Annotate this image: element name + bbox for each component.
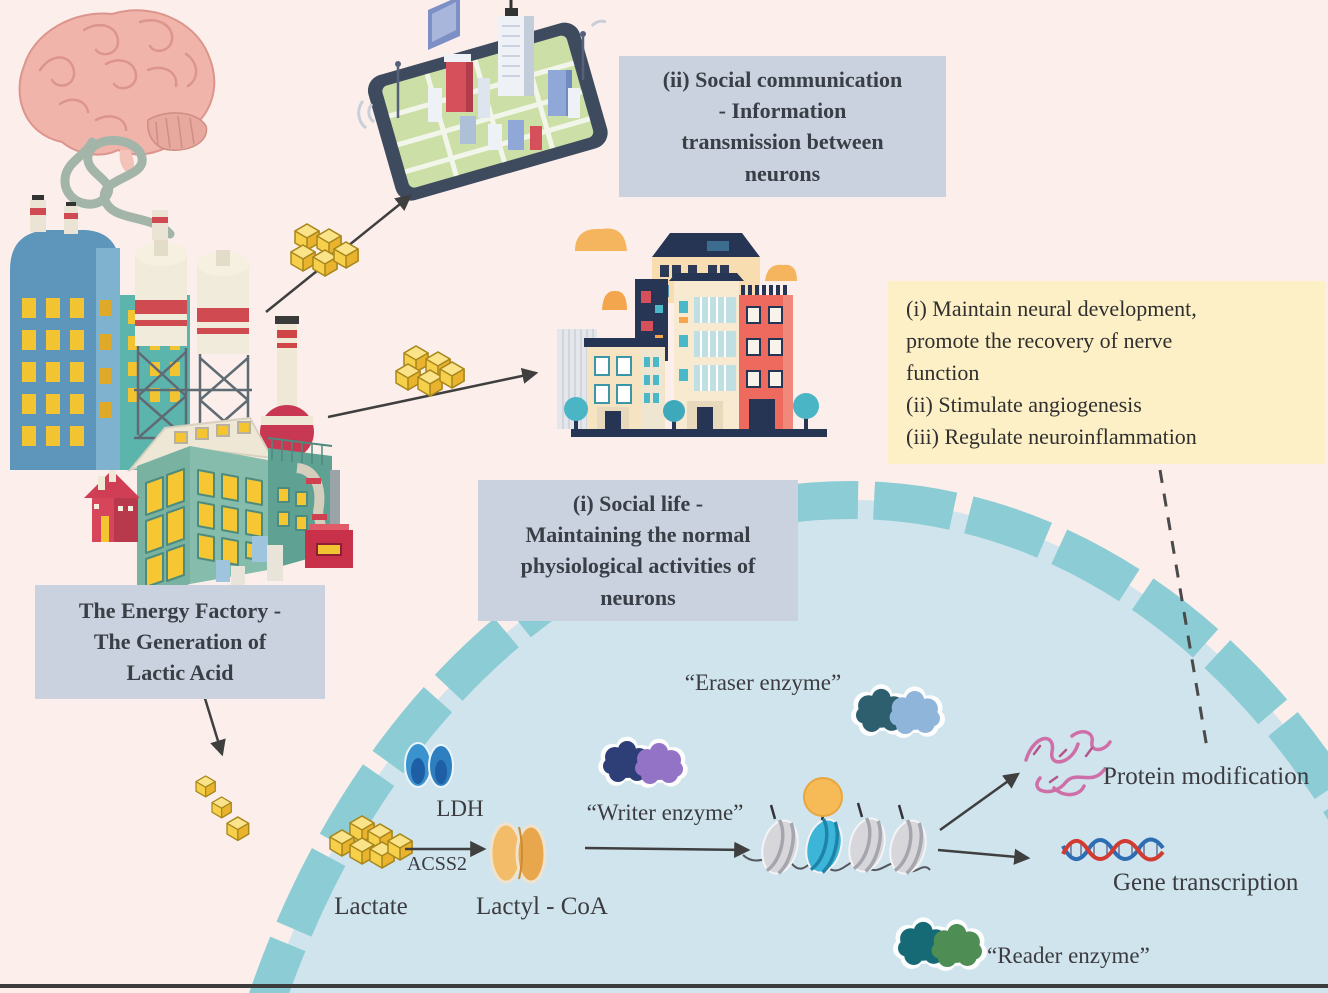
lactate-functions-box: (i) Maintain neural development, promote… (888, 281, 1326, 464)
acss2-label: ACSS2 (406, 853, 468, 875)
lactyl-coa-icon (489, 822, 547, 884)
arrow-histone-to-protein (939, 772, 1020, 832)
nucleosome-icon (742, 777, 931, 875)
social-life-box: (i) Social life - Maintaining the normal… (478, 480, 798, 621)
smart-city-tablet-illustration (357, 0, 608, 201)
protein-modification-label: Protein modification (1103, 763, 1310, 790)
lactyl-coa-label: Lactyl - CoA (476, 893, 608, 920)
lactate-cubes-to-tablet (290, 223, 359, 277)
tree-icon (564, 393, 819, 429)
brain-icon (18, 9, 216, 176)
eraser-enzyme-label: “Eraser enzyme” (684, 670, 842, 695)
cell-membrane (249, 481, 1328, 993)
protein-ribbon-icon (1024, 730, 1112, 797)
writer-enzyme-label: “Writer enzyme” (586, 800, 744, 825)
smoke-squiggle (60, 136, 175, 239)
social-communication-box: (ii) Social communication - Information … (619, 56, 946, 197)
dna-icon (1061, 837, 1165, 862)
energy-factory-box: The Energy Factory - The Generation of L… (35, 585, 325, 699)
ldh-enzyme-icon (404, 742, 454, 788)
ldh-label: LDH (436, 796, 484, 821)
arrow-lactylcoa-to-histone (584, 841, 751, 858)
city-buildings-illustration (557, 228, 827, 437)
gene-transcription-label: Gene transcription (1113, 869, 1299, 896)
reader-enzyme-label: “Reader enzyme” (987, 943, 1150, 968)
arrow-energy-box-to-cell (201, 691, 226, 757)
factory-illustration (10, 195, 353, 602)
lactate-label: Lactate (334, 893, 408, 920)
arrow-histone-to-gene (937, 848, 1031, 865)
lactate-cubes-to-city (395, 345, 465, 397)
lactate-cubes-crossing-membrane (195, 775, 250, 842)
figure-bottom-rule (0, 984, 1328, 988)
